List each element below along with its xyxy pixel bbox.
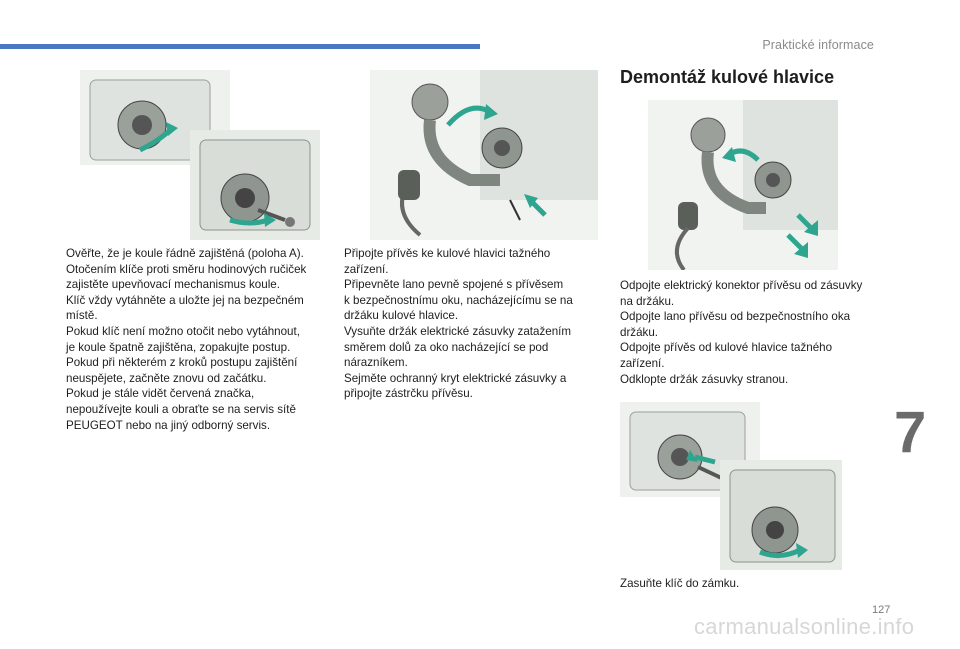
- text-line: Klíč vždy vytáhněte a uložte jej na bezp…: [66, 293, 304, 307]
- text-line: Vysuňte držák elektrické zásuvky zatažen…: [344, 324, 572, 338]
- text-line: Sejměte ochranný kryt elektrické zásuvky…: [344, 371, 567, 385]
- illustration-connect-trailer: [370, 70, 598, 240]
- text-line: PEUGEOT nebo na jiný odborný servis.: [66, 418, 271, 432]
- text-line: na držáku.: [620, 294, 675, 308]
- text-line: k bezpečnostnímu oku, nacházejícímu se n…: [344, 293, 573, 307]
- text-line: zařízení.: [620, 356, 665, 370]
- illustration-insert-key: [620, 402, 842, 570]
- page-number: 127: [872, 604, 891, 616]
- text-line: držáku.: [620, 325, 659, 339]
- text-block-right: Odpojte elektrický konektor přívěsu od z…: [620, 278, 882, 387]
- illustration-lock-key: [80, 70, 320, 240]
- text-line: směrem dolů za oko nacházející se pod: [344, 340, 549, 354]
- text-line: zařízení.: [344, 262, 389, 276]
- text-line: Pokud klíč není možno otočit nebo vytáhn…: [66, 324, 300, 338]
- section-heading: Demontáž kulové hlavice: [620, 67, 835, 87]
- text-line: Pokud při některém z kroků postupu zajiš…: [66, 356, 298, 370]
- caption-insert-key: Zasuňte klíč do zámku.: [620, 577, 740, 590]
- text-block-middle: Připojte přívěs ke kulové hlavici tažnéh…: [344, 246, 606, 402]
- text-line: Odpojte přívěs od kulové hlavice tažného: [620, 341, 833, 355]
- text-line: nárazníkem.: [344, 356, 408, 370]
- section-title: Praktické informace: [762, 38, 874, 52]
- text-line: Pokud je stále vidět červená značka,: [66, 387, 255, 401]
- text-line: Připevněte lano pevně spojené s přívěsem: [344, 278, 564, 292]
- text-line: zajistěte upevňovací mechanismus koule.: [66, 278, 280, 292]
- text-line: nepoužívejte kouli a obraťte se na servi…: [66, 402, 296, 416]
- text-line: Otočením klíče proti směru hodinových ru…: [66, 262, 307, 276]
- text-line: Ověřte, že je koule řádně zajištěná (pol…: [66, 247, 304, 260]
- text-line: Odklopte držák zásuvky stranou.: [620, 372, 789, 386]
- text-line: Odpojte lano přívěsu od bezpečnostního o…: [620, 310, 851, 324]
- illustration-detach-trailer: [648, 100, 838, 270]
- text-line: Odpojte elektrický konektor přívěsu od z…: [620, 279, 863, 292]
- text-line: připojte zástrčku přívěsu.: [344, 387, 473, 401]
- text-line: místě.: [66, 309, 98, 323]
- text-block-left: Ověřte, že je koule řádně zajištěná (pol…: [66, 246, 336, 433]
- text-line: Připojte přívěs ke kulové hlavici tažnéh…: [344, 247, 551, 260]
- text-line: je koule špatně zajištěna, zopakujte pos…: [66, 340, 291, 354]
- text-line: neuspějete, začněte znovu od začátku.: [66, 371, 267, 385]
- watermark: carmanualsonline.info: [694, 614, 915, 639]
- header-accent-bar: [0, 44, 480, 49]
- text-line: držáku kulové hlavice.: [344, 309, 459, 323]
- chapter-number: 7: [894, 400, 927, 465]
